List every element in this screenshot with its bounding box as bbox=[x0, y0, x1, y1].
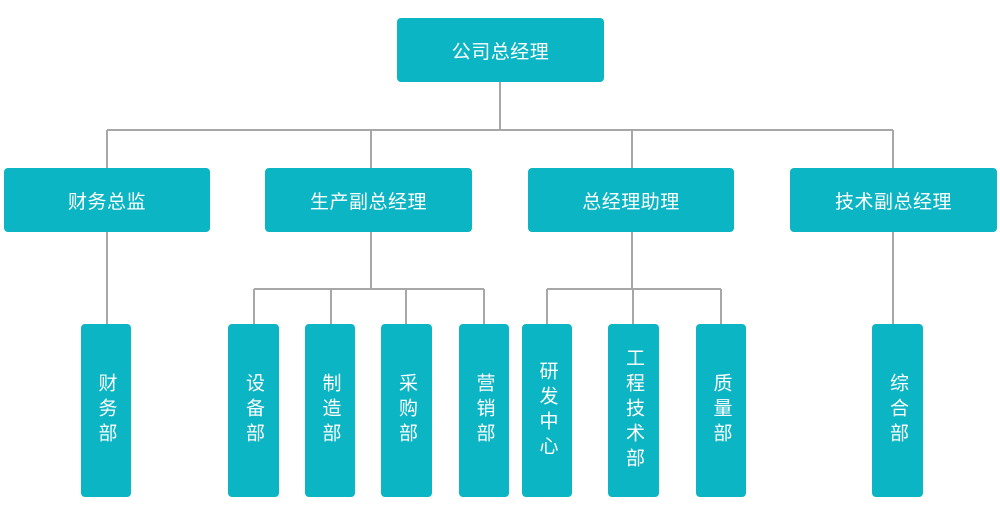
node-purchasing-dept: 采购部 bbox=[381, 324, 432, 497]
node-rd-center: 研发中心 bbox=[522, 324, 572, 497]
node-general-manager: 公司总经理 bbox=[397, 18, 604, 82]
node-finance-director: 财务总监 bbox=[4, 168, 210, 232]
node-production-vp: 生产副总经理 bbox=[265, 168, 472, 232]
node-manufacturing-dept: 制造部 bbox=[305, 324, 355, 497]
node-quality-dept: 质量部 bbox=[696, 324, 746, 497]
node-finance-dept: 财务部 bbox=[81, 324, 131, 497]
node-gm-assistant: 总经理助理 bbox=[528, 168, 734, 232]
node-engineering-dept: 工程技术部 bbox=[608, 324, 659, 497]
node-general-affairs-dept: 综合部 bbox=[872, 324, 923, 497]
node-tech-vp: 技术副总经理 bbox=[790, 168, 997, 232]
node-equipment-dept: 设备部 bbox=[228, 324, 279, 497]
node-marketing-dept: 营销部 bbox=[459, 324, 509, 497]
